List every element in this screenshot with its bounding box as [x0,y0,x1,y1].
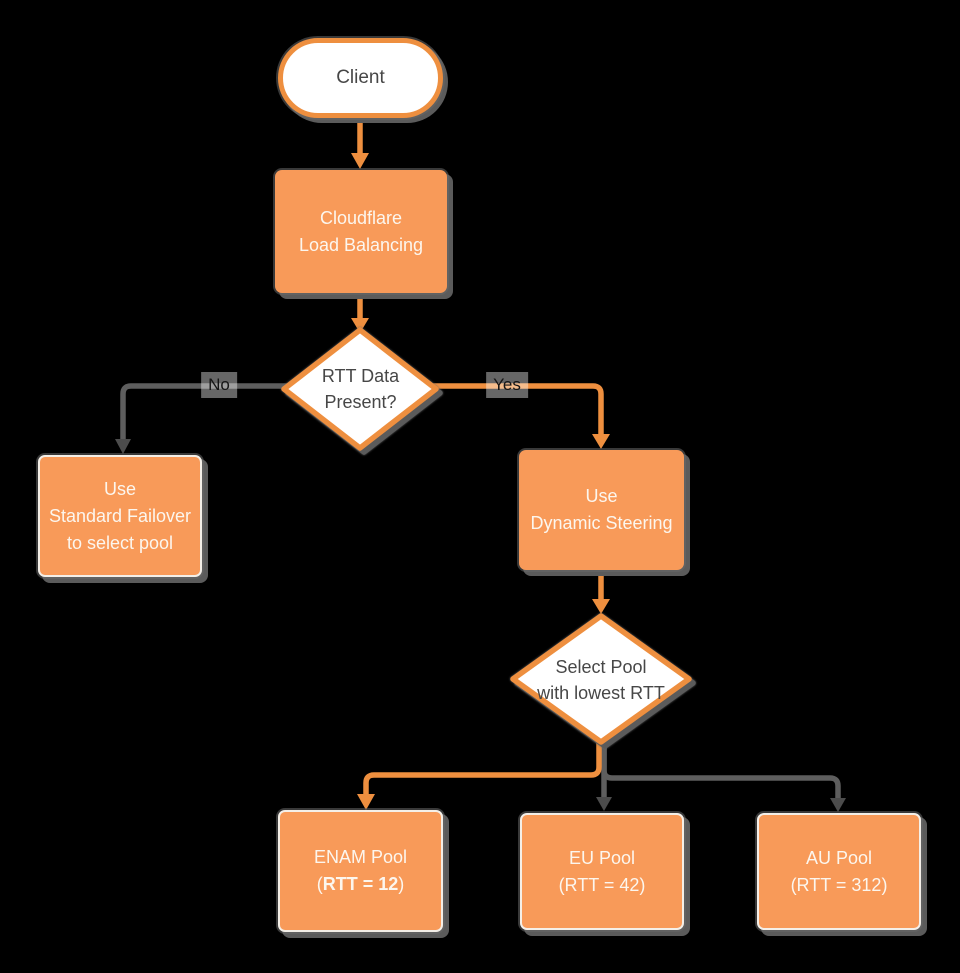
node-client: Client [278,38,443,118]
edge-label-yes: Yes [486,372,528,398]
node-au-pool-line1: AU Pool [805,847,873,868]
node-pool-decision: Select Pool with lowest RTT [508,612,694,748]
node-eu-pool-line2: (RTT = 42) [558,874,646,895]
node-au-pool-line2: (RTT = 312) [790,874,888,895]
node-enam-pool-line2: (RTT = 12) [316,874,405,894]
diamond-shape [281,327,439,451]
node-standard-failover: Use Standard Failover to select pool [38,455,202,577]
node-eu-pool: EU Pool (RTT = 42) [520,813,684,930]
node-standard-failover-line3: to select pool [66,532,174,553]
node-standard-failover-line2: Standard Failover [48,505,192,526]
node-pool-decision-line1: Select Pool [555,657,647,677]
node-standard-failover-line1: Use [103,478,136,499]
node-client-label: Client [336,67,385,88]
node-rtt-decision-line2: Present? [324,392,397,412]
node-load-balancing-line2: Load Balancing [298,234,424,255]
node-pool-decision-line2: with lowest RTT [537,683,665,703]
node-rtt-decision: RTT Data Present? [279,326,442,452]
node-eu-pool-line1: EU Pool [568,847,636,868]
node-dynamic-steering-line1: Use [585,486,618,506]
diamond-shape [510,613,692,745]
node-enam-pool-line1: ENAM Pool [313,847,408,867]
node-rtt-decision-line1: RTT Data [321,366,400,386]
node-load-balancing: Cloudflare Load Balancing [275,170,447,293]
node-dynamic-steering: Use Dynamic Steering [519,450,684,570]
node-enam-pool: ENAM Pool (RTT = 12) [278,810,443,932]
node-load-balancing-line1: Cloudflare [319,207,403,228]
node-au-pool: AU Pool (RTT = 312) [757,813,921,930]
edge-label-no: No [201,372,237,398]
enam-rtt-value: RTT = 12 [322,874,399,894]
node-dynamic-steering-line2: Dynamic Steering [530,513,673,533]
